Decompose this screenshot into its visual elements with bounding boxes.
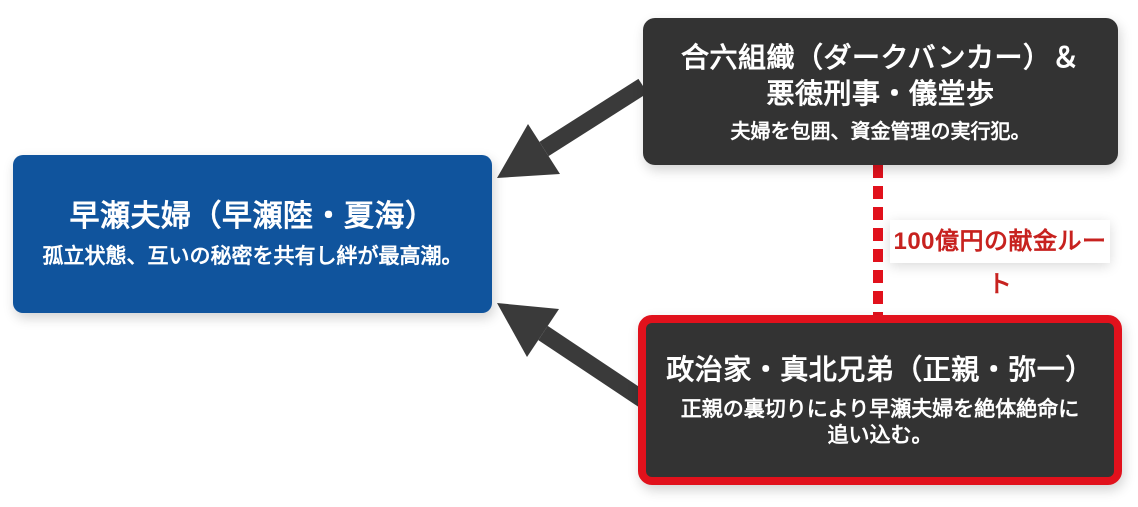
- arrow-bottom-icon: [497, 303, 650, 409]
- node-hayase-subtitle: 孤立状態、互いの秘密を共有し絆が最高潮。: [42, 244, 463, 268]
- node-gouroku-organization: 合六組織（ダークバンカー）＆ 悪徳刑事・儀堂歩 夫婦を包囲、資金管理の実行犯。: [643, 18, 1118, 165]
- node-makita-subtitle: 正親の裏切りにより早瀬夫婦を絶体絶命に 追い込む。: [681, 397, 1080, 449]
- donation-route-dashed-line: [873, 165, 883, 316]
- node-gouroku-title-line1: 合六組織（ダークバンカー）＆: [680, 41, 1080, 73]
- node-makita-subtitle-line2: 追い込む。: [827, 423, 933, 447]
- node-makita-subtitle-line1: 正親の裏切りにより早瀬夫婦を絶体絶命に: [680, 397, 1080, 421]
- node-makita-brothers: 政治家・真北兄弟（正親・弥一） 正親の裏切りにより早瀬夫婦を絶体絶命に 追い込む…: [638, 315, 1122, 485]
- node-hayase-title: 早瀬夫婦（早瀬陸・夏海）: [69, 199, 436, 233]
- node-gouroku-title-line2: 悪徳刑事・儀堂歩: [766, 77, 995, 109]
- node-makita-title: 政治家・真北兄弟（正親・弥一）: [666, 353, 1094, 385]
- node-gouroku-subtitle: 夫婦を包囲、資金管理の実行犯。: [730, 120, 1031, 143]
- arrow-top-icon: [497, 78, 648, 178]
- node-gouroku-title: 合六組織（ダークバンカー）＆ 悪徳刑事・儀堂歩: [681, 40, 1080, 112]
- node-hayase-couple: 早瀬夫婦（早瀬陸・夏海） 孤立状態、互いの秘密を共有し絆が最高潮。: [13, 155, 492, 313]
- donation-route-label: 100億円の献金ルート: [890, 220, 1110, 298]
